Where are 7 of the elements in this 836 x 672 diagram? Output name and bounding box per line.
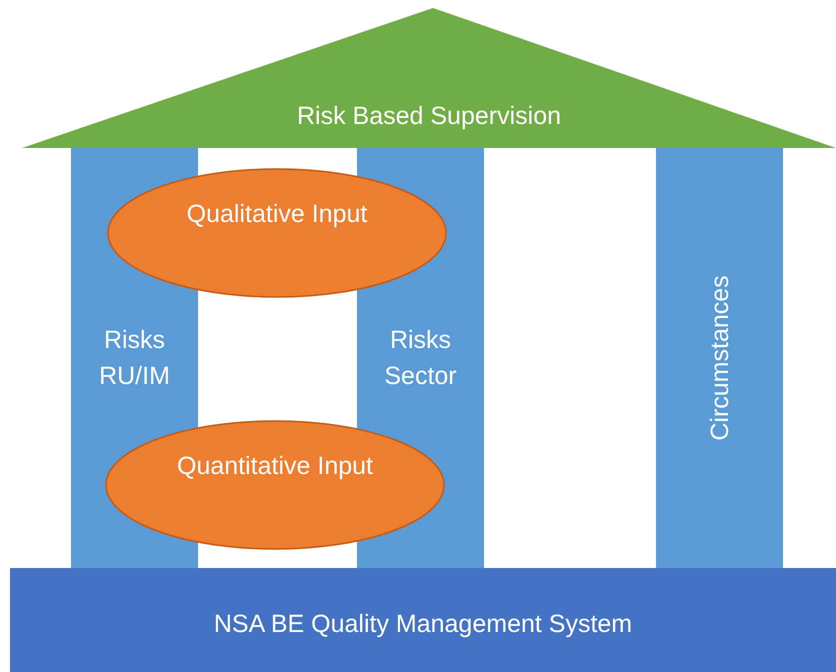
node-label: Quantitative Input [176, 451, 374, 482]
node-label: Circumstances [704, 274, 734, 440]
node-label: NSA BE Quality Management System [212, 609, 634, 640]
node-label: Risk Based Supervision [296, 101, 562, 132]
node-label: Risks RU/IM [98, 325, 171, 392]
node-label: Risks Sector [383, 325, 458, 392]
node-label: Qualitative Input [186, 199, 368, 230]
